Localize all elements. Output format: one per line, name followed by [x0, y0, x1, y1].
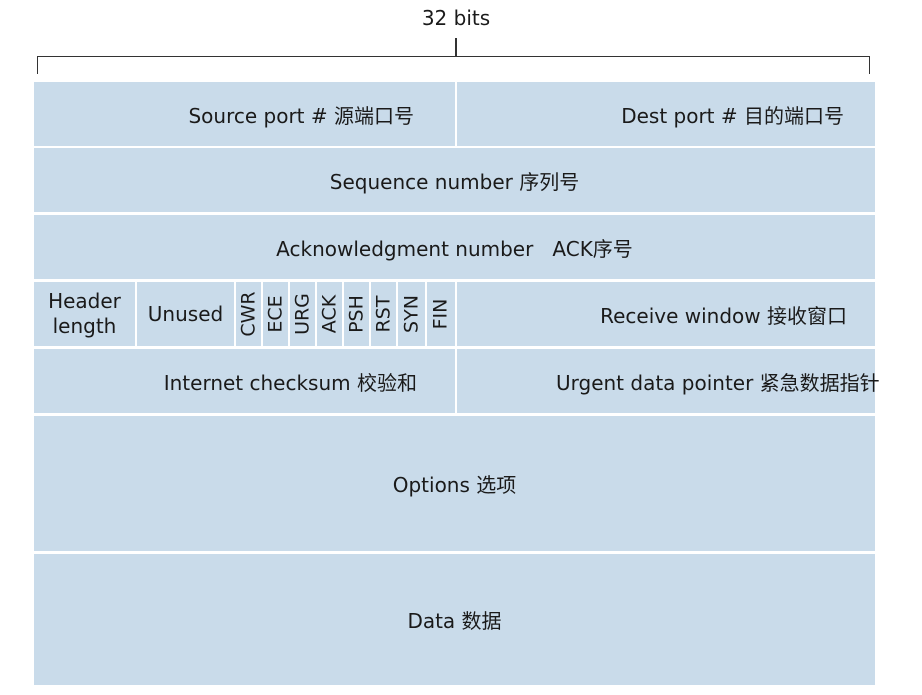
- urgent-pointer-field: Urgent data pointer 紧急数据指针: [457, 349, 880, 413]
- flag-rst: RST: [371, 282, 396, 346]
- flag-rst-label: RST: [372, 295, 394, 333]
- flag-ece: ECE: [263, 282, 288, 346]
- bracket-center-tick: [455, 38, 457, 56]
- flag-syn: SYN: [398, 282, 425, 346]
- data-label: Data 数据: [407, 609, 502, 633]
- source-port-field: Source port # 源端口号: [34, 82, 455, 146]
- data-field: Data 数据: [34, 554, 875, 685]
- flag-syn-label: SYN: [400, 295, 422, 333]
- flag-cwr-label: CWR: [237, 291, 259, 337]
- flag-ack-label: ACK: [318, 294, 340, 334]
- checksum-field: Internet checksum 校验和: [34, 349, 455, 413]
- header-length-line2: length: [52, 314, 117, 338]
- sequence-number-label: Sequence number 序列号: [329, 169, 580, 194]
- flag-urg: URG: [290, 282, 315, 346]
- header-length-line1: Header: [48, 289, 121, 313]
- flag-fin: FIN: [427, 282, 455, 346]
- ack-number-field: Acknowledgment number ACK序号: [34, 215, 875, 279]
- dest-port-label: Dest port # 目的端口号: [621, 103, 844, 128]
- flag-ece-label: ECE: [264, 295, 286, 333]
- options-field: Options 选项: [34, 416, 875, 551]
- flag-psh-label: PSH: [345, 295, 367, 333]
- flag-psh: PSH: [344, 282, 369, 346]
- ack-number-label: Acknowledgment number ACK序号: [276, 236, 633, 261]
- options-label: Options 选项: [392, 473, 517, 497]
- bits-width-label: 32 bits: [421, 6, 491, 30]
- flag-fin-label: FIN: [429, 298, 452, 330]
- dest-port-field: Dest port # 目的端口号: [457, 82, 875, 146]
- flag-ack: ACK: [317, 282, 342, 346]
- flag-cwr: CWR: [236, 282, 261, 346]
- flag-urg-label: URG: [291, 293, 313, 335]
- receive-window-label: Receive window 接收窗口: [600, 303, 847, 328]
- urgent-pointer-label: Urgent data pointer 紧急数据指针: [556, 370, 880, 395]
- width-bracket: [37, 56, 870, 74]
- receive-window-field: Receive window 接收窗口: [457, 282, 875, 346]
- unused-field: Unused: [137, 282, 234, 346]
- checksum-label: Internet checksum 校验和: [163, 370, 417, 395]
- header-length-field: Header length: [34, 282, 135, 346]
- unused-label: Unused: [147, 302, 224, 326]
- sequence-number-field: Sequence number 序列号: [34, 148, 875, 212]
- source-port-label: Source port # 源端口号: [188, 103, 414, 128]
